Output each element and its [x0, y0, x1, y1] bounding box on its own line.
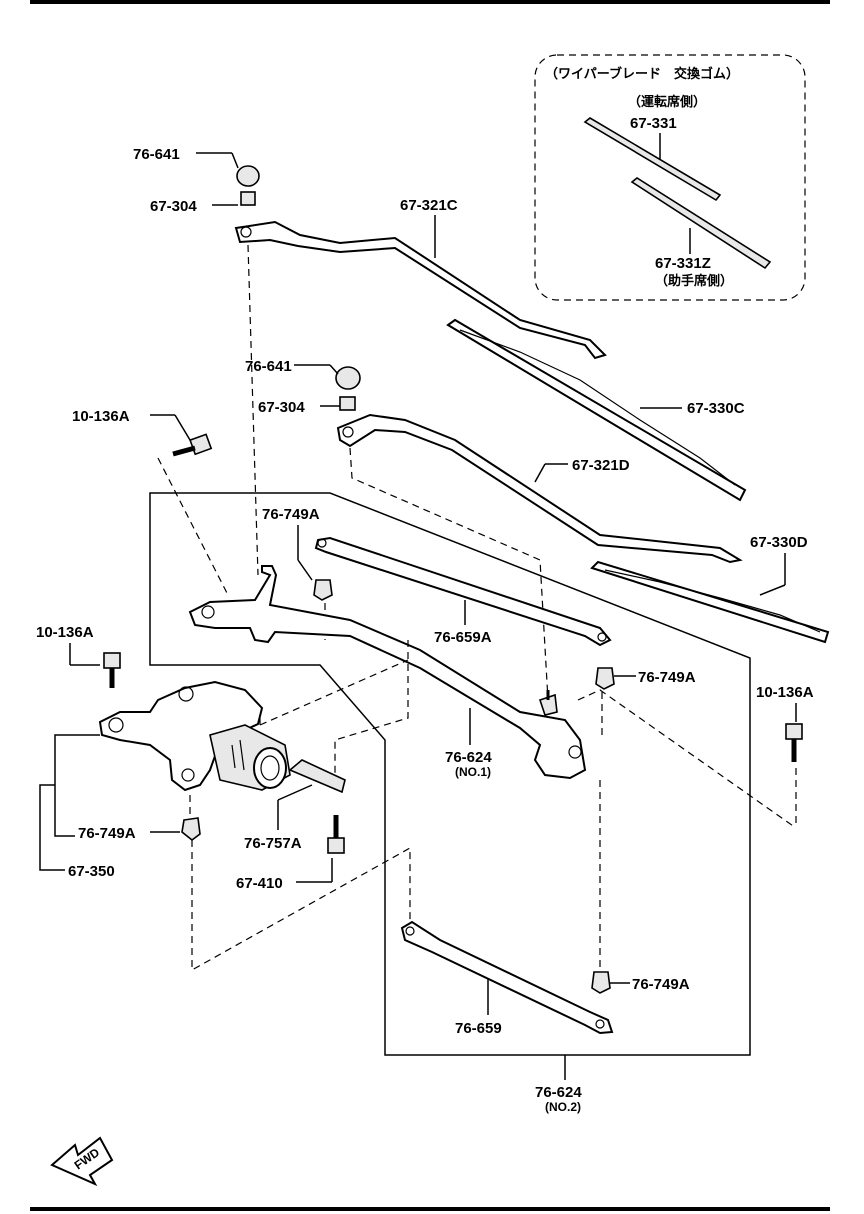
- wiper-motor-67-350: [98, 680, 291, 792]
- inset-part-331: 67-331: [630, 115, 677, 132]
- inset-passenger-side: （助手席側）: [655, 273, 733, 289]
- label-67-410: 67-410: [236, 875, 283, 892]
- label-76-749a-left: 76-749A: [78, 825, 136, 842]
- label-no2: (NO.2): [545, 1100, 581, 1114]
- label-76-749a-right: 76-749A: [638, 669, 696, 686]
- bracket-76-757a: [288, 759, 346, 794]
- label-10-136a-right: 10-136A: [756, 684, 814, 701]
- link-76-659a: [314, 536, 612, 647]
- bush-76-749a-left: [181, 817, 201, 842]
- label-10-136a-left: 10-136A: [36, 624, 94, 641]
- label-67-304-top: 67-304: [150, 198, 197, 215]
- label-76-757a: 76-757A: [244, 835, 302, 852]
- nut-67-304-mid: [339, 396, 356, 411]
- blade-rubber-331z: [630, 177, 772, 270]
- cap-76-641-mid: [335, 366, 361, 390]
- bush-76-749a-top: [313, 579, 333, 601]
- inset-blade-rubber: （ワイパーブレード 交換ゴム） （運転席側） 67-331 67-331Z （助…: [534, 54, 806, 301]
- linkage-bracket-outline: [149, 492, 751, 1056]
- label-67-321d: 67-321D: [572, 457, 630, 474]
- label-76-641-mid: 76-641: [245, 358, 292, 375]
- label-67-350: 67-350: [68, 863, 115, 880]
- inset-dashed-box: [534, 54, 806, 301]
- label-76-659a: 76-659A: [434, 629, 492, 646]
- label-no1: (NO.1): [455, 765, 491, 779]
- bush-76-749a-right: [595, 667, 615, 690]
- blade-rubber-331: [583, 117, 722, 202]
- label-76-749a-top: 76-749A: [262, 506, 320, 523]
- label-76-641-top: 76-641: [133, 146, 180, 163]
- label-67-304-mid: 67-304: [258, 399, 305, 416]
- label-76-749a-bottom: 76-749A: [632, 976, 690, 993]
- inset-driver-side: （運転席側）: [628, 94, 706, 110]
- link-76-624-no1: [188, 565, 587, 780]
- wiper-arm-67-321d: [335, 366, 743, 564]
- wiper-blade-67-330c: [446, 318, 747, 502]
- inset-title: （ワイパーブレード 交換ゴム）: [545, 66, 739, 82]
- link-76-659: [400, 920, 614, 1035]
- bolt-10-136a-right: [785, 723, 803, 762]
- label-76-659: 76-659: [455, 1020, 502, 1037]
- bolt-10-136a-top: [172, 433, 213, 457]
- bush-76-749a-bottom: [591, 971, 611, 994]
- bolt-10-136a-left: [103, 652, 121, 688]
- cap-76-641-top: [236, 165, 260, 187]
- label-67-330d: 67-330D: [750, 534, 808, 551]
- label-76-624-no2: 76-624: [535, 1084, 582, 1101]
- label-67-321c: 67-321C: [400, 197, 458, 214]
- inset-part-331z: 67-331Z: [655, 255, 711, 272]
- wiper-blade-67-330d: [590, 560, 830, 644]
- fwd-arrow-icon: FWD: [50, 1136, 114, 1187]
- bolt-67-410: [327, 815, 345, 854]
- wiper-arm-67-321c: [234, 165, 607, 360]
- label-10-136a-top: 10-136A: [72, 408, 130, 425]
- nut-67-304-top: [240, 191, 256, 206]
- label-76-624-no1: 76-624: [445, 749, 492, 766]
- label-67-330c: 67-330C: [687, 400, 745, 417]
